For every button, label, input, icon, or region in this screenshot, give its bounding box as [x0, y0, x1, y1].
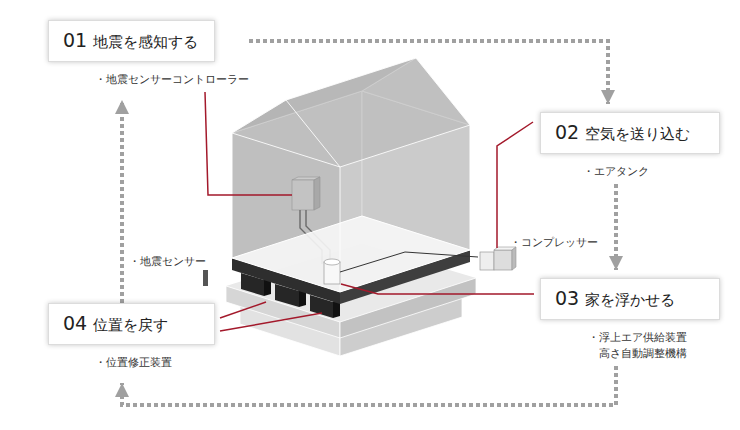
air-cylinder: [324, 259, 340, 265]
step-box: 03 家を浮かせる・浮上エア供給装置 高さ自動調整機構: [540, 278, 720, 366]
step-number: 04: [63, 312, 87, 334]
step-box: 01 地震を感知する・地震センサーコントローラー: [48, 20, 249, 92]
step-title: 家を浮かせる: [585, 289, 675, 311]
compressor: [480, 252, 494, 270]
part-label: ・地震センサー: [129, 255, 206, 269]
part-label: ・コンプレッサー: [510, 236, 598, 250]
step-box: 02 空気を送り込む・エアタンク: [540, 112, 720, 184]
leader-line: [205, 92, 292, 195]
compressor: [512, 247, 516, 270]
house-edge: [340, 125, 470, 250]
step-title: 空気を送り込む: [585, 123, 690, 145]
flow-arrow: [120, 100, 124, 303]
house-edge: [232, 133, 340, 167]
seismic-sensor: [203, 270, 208, 286]
step-frame: 02 空気を送り込む: [540, 112, 720, 154]
leader-line: [497, 122, 533, 248]
device-label: ・浮上エア供給装置 高さ自動調整機構: [583, 330, 687, 362]
step-number: 01: [63, 29, 87, 51]
device-label: ・位置修正装置: [95, 355, 172, 371]
house-edge: [286, 58, 470, 125]
leader-line: [220, 302, 266, 318]
step-frame: 04 位置を戻す: [48, 303, 215, 345]
device-label: ・エアタンク: [583, 164, 649, 180]
house-edges: [232, 58, 470, 292]
step-box: 04 位置を戻す・位置修正装置: [48, 303, 215, 375]
device-label: ・地震センサーコントローラー: [95, 72, 249, 88]
air-pipe: [340, 252, 478, 272]
step-number: 02: [555, 121, 579, 143]
house-roof: [286, 58, 470, 167]
leader-lines: [205, 92, 534, 331]
flow-arrow: [249, 41, 608, 104]
flow-arrow: [122, 366, 616, 405]
leader-line: [341, 284, 534, 294]
house-edge: [232, 100, 340, 292]
step-number: 03: [555, 287, 579, 309]
leader-line: [220, 313, 322, 331]
compressor: [494, 250, 512, 270]
step-title: 地震を感知する: [93, 31, 198, 53]
flow-arrow: [614, 184, 618, 270]
step-title: 位置を戻す: [93, 314, 168, 336]
step-frame: 01 地震を感知する: [48, 20, 215, 62]
step-frame: 03 家を浮かせる: [540, 278, 720, 320]
